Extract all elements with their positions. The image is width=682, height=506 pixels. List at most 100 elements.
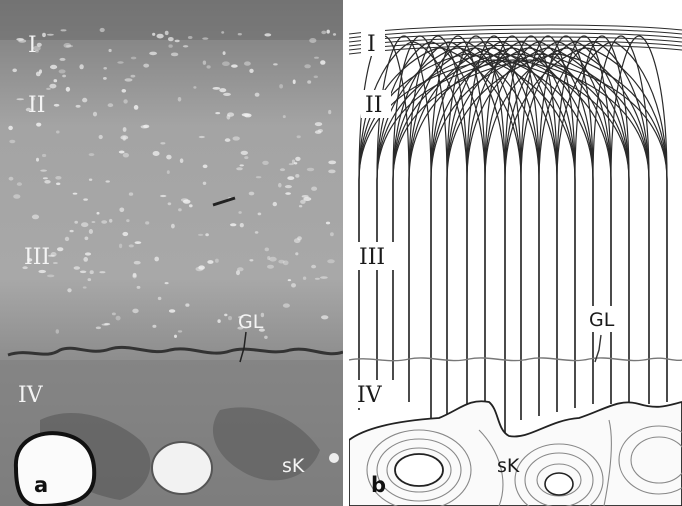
chondrocyte-dot <box>100 28 105 32</box>
chondrocyte-dot <box>207 260 213 264</box>
chondrocyte-dot <box>293 80 296 85</box>
layer-label-i: I <box>28 33 37 58</box>
chondrocyte-dot <box>154 257 159 262</box>
collagen-fiber <box>393 48 557 412</box>
chondrocyte-dot <box>166 155 171 160</box>
chondrocyte-dot <box>109 49 112 52</box>
panel-a-micrograph: I II III IV GL sK a <box>0 0 343 506</box>
collagen-fiber <box>593 36 649 404</box>
chondrocyte-dot <box>67 288 71 292</box>
chondrocyte-dot <box>165 31 169 35</box>
chondrocyte-dot <box>307 80 311 84</box>
chondrocyte-dot <box>221 31 224 34</box>
chondrocyte-dot <box>183 200 191 204</box>
chondrocyte-dot <box>180 158 184 163</box>
chondrocyte-dot <box>145 221 149 224</box>
chondrocyte-dot <box>171 53 178 57</box>
chondrocyte-dot <box>157 34 164 39</box>
chondrocyte-dot <box>320 60 325 65</box>
chondrocyte-dot <box>222 61 230 66</box>
chondrocyte-dot <box>240 223 244 227</box>
schematic-svg: I II III IV GL sK b <box>349 0 682 506</box>
chondrocyte-dot <box>333 33 336 36</box>
chondrocyte-dot <box>244 156 248 159</box>
chondrocyte-dot <box>178 330 182 332</box>
chondrocyte-dot <box>202 37 208 39</box>
collagen-fiber <box>485 36 539 436</box>
chondrocyte-dot <box>278 183 282 188</box>
chondrocyte-dot <box>55 176 61 180</box>
chondrocyte-dot <box>183 45 188 47</box>
chondrocyte-dot <box>178 97 182 102</box>
chondrocyte-dot <box>13 194 20 199</box>
chondrocyte-dot <box>83 286 87 288</box>
chondrocyte-dot <box>279 84 283 88</box>
collagen-fiber <box>557 42 667 412</box>
chondrocyte-dot <box>36 123 41 127</box>
chondrocyte-dot <box>16 98 24 100</box>
chondrocyte-dot <box>242 113 250 116</box>
chondrocyte-dot <box>238 211 241 214</box>
panel-letter-b: b <box>371 473 386 497</box>
chondrocyte-dot <box>264 33 271 36</box>
chondrocyte-dot <box>273 202 277 206</box>
chondrocyte-dot <box>44 180 50 184</box>
chondrocyte-dot <box>93 112 97 117</box>
chondrocyte-dot <box>99 271 105 273</box>
chondrocyte-dot <box>174 335 177 338</box>
chondrocyte-dot <box>168 37 174 41</box>
chondrocyte-dot <box>273 63 278 65</box>
chondrocyte-dot <box>189 204 193 207</box>
chondrocyte-dot <box>321 31 326 35</box>
chondrocyte-dot <box>81 222 88 227</box>
marrow-space-oval <box>152 442 212 494</box>
chondrocyte-dot <box>309 38 316 43</box>
chondrocyte-dot <box>122 89 127 93</box>
chondrocyte-dot <box>60 58 66 61</box>
chondrocyte-dot <box>50 65 57 69</box>
chondrocyte-dot <box>85 252 91 255</box>
chondrocyte-dot <box>103 67 107 70</box>
layer-label-i-b: I <box>367 32 376 57</box>
collagen-fiber <box>359 60 629 410</box>
chondrocyte-dot <box>88 278 92 281</box>
chondrocyte-dot <box>74 221 78 224</box>
chondrocyte-dot <box>40 170 47 172</box>
chondrocyte-dot <box>76 105 81 108</box>
micrograph-svg: I II III IV GL sK a <box>0 0 343 506</box>
chondrocyte-dot <box>85 237 89 241</box>
chondrocyte-dot <box>119 244 122 249</box>
chondrocyte-dot <box>134 105 139 110</box>
chondrocyte-dot <box>188 36 193 39</box>
chondrocyte-dot <box>102 324 109 326</box>
chondrocyte-dot <box>89 153 95 156</box>
chondrocyte-dot <box>171 224 175 229</box>
chondrocyte-dot <box>56 131 60 134</box>
chondrocyte-dot <box>129 244 134 247</box>
chondrocyte-dot <box>198 234 203 236</box>
chondrocyte-dot <box>264 336 268 339</box>
chondrocyte-dot <box>328 161 336 165</box>
chondrocyte-dot <box>89 229 93 234</box>
chondrocyte-dot <box>288 279 291 281</box>
gl-label: GL <box>238 311 264 333</box>
marrow-dot <box>329 453 339 463</box>
chondrocyte-dot <box>330 232 334 236</box>
chondrocyte-dot <box>99 135 103 139</box>
chondrocyte-dot <box>285 192 291 195</box>
chondrocyte-dot <box>165 282 169 284</box>
chondrocyte-dot <box>327 30 330 34</box>
chondrocyte-dot <box>231 64 238 67</box>
chondrocyte-dot <box>328 170 335 174</box>
chondrocyte-dot <box>321 315 328 319</box>
chondrocyte-dot <box>43 177 48 179</box>
collagen-arcade-fibers <box>349 25 682 440</box>
chondrocyte-dot <box>178 208 182 211</box>
panel-letter-a: a <box>34 473 48 497</box>
chondrocyte-dot <box>315 122 322 126</box>
chondrocyte-dot <box>131 57 137 60</box>
collagen-fiber <box>409 36 467 440</box>
chondrocyte-dot <box>193 86 196 89</box>
chondrocyte-dot <box>109 219 112 223</box>
